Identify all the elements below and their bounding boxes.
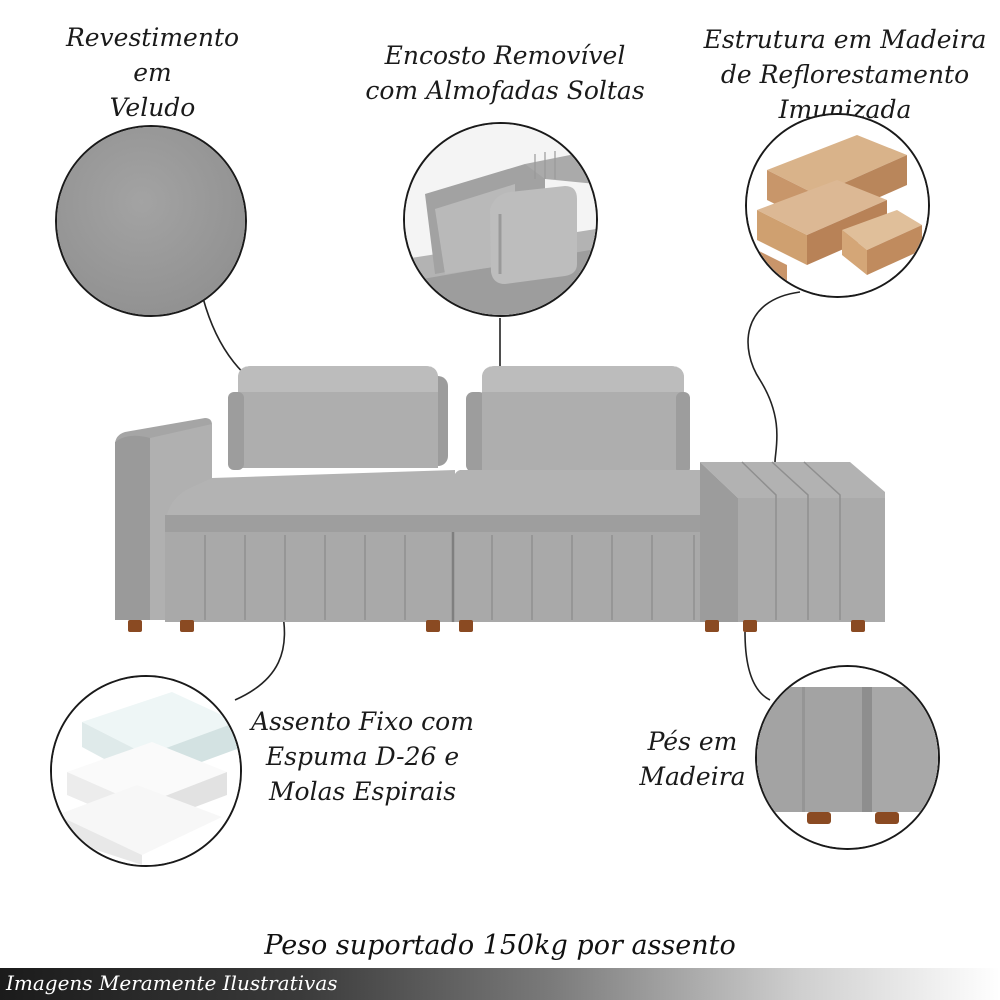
- connector-feet: [744, 631, 771, 701]
- backrest-label-line: Encosto Removível: [384, 41, 626, 70]
- feet-label-line: Pés em: [647, 727, 738, 756]
- seat-label-line: Espuma D-26 e: [265, 742, 460, 771]
- seat-label-line: Assento Fixo com: [251, 707, 474, 736]
- fabric-label-line: Veludo: [109, 93, 196, 122]
- structure-label-line: Estrutura em Madeira: [703, 25, 987, 54]
- weight-note: Peso suportado 150kg por assento: [264, 930, 736, 961]
- wooden-foot-icon: [755, 665, 940, 850]
- structure-label-line: de Reflorestamento: [720, 60, 970, 89]
- sofa-back-cushion-right: [466, 366, 690, 478]
- fabric-label-line: Revestimento: [65, 23, 240, 52]
- disclaimer-text: Imagens Meramente Ilustrativas: [6, 971, 338, 995]
- structure-label: Estrutura em Madeira de Reflorestamento …: [700, 22, 990, 127]
- connector-structure: [747, 291, 801, 463]
- feet-label-line: Madeira: [639, 762, 746, 791]
- cushion-detail-icon: [403, 122, 598, 317]
- fabric-label-line: em: [133, 58, 172, 87]
- backrest-label: Encosto Removível com Almofadas Soltas: [360, 38, 650, 108]
- feet-label: Pés em Madeira: [625, 724, 760, 794]
- disclaimer-bar: Imagens Meramente Ilustrativas: [0, 968, 1000, 1000]
- fabric-swatch-icon: [55, 125, 247, 317]
- seat-label-line: Molas Espirais: [268, 777, 457, 806]
- backrest-label-line: com Almofadas Soltas: [365, 76, 645, 105]
- sofa-back-cushion-left: [228, 366, 448, 470]
- fabric-label: Revestimento em Veludo: [60, 20, 245, 125]
- sofa-legs: [128, 620, 865, 632]
- wood-planks-icon: [745, 113, 930, 298]
- sofa-seat-fronts: [165, 532, 738, 622]
- foam-layers-icon: [50, 675, 242, 867]
- seat-label: Assento Fixo com Espuma D-26 e Molas Esp…: [245, 704, 480, 809]
- sofa-chaise: [700, 461, 885, 622]
- sofa-seats: [165, 470, 740, 532]
